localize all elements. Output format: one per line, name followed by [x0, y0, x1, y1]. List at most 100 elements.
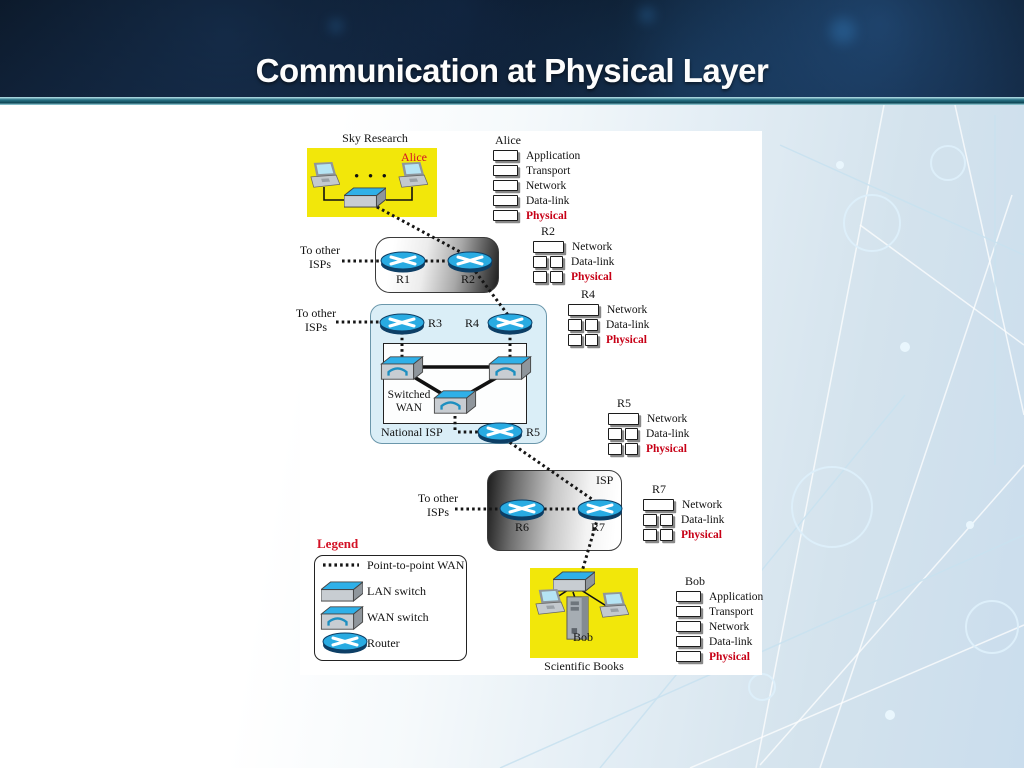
router-icon: [322, 631, 368, 654]
layer-box: [584, 334, 598, 346]
isp-label: ISP: [596, 473, 614, 487]
layer-box: [608, 413, 639, 425]
stack-row: Network: [493, 179, 580, 192]
sky-research-label: Sky Research: [342, 131, 408, 145]
slide-header: Communication at Physical Layer: [0, 0, 1024, 97]
alice-host-label: Alice: [401, 150, 427, 164]
network-diagram: Sky Research Alice • • • To other ISPs R…: [296, 131, 763, 675]
layer-label: Physical: [526, 209, 567, 222]
layer-box: [568, 319, 582, 331]
isps-text: ISPs: [304, 319, 327, 334]
router-r5-label: R5: [526, 425, 541, 439]
router-r7-label: R7: [591, 520, 606, 534]
to-other-isps-label: To other ISPs: [294, 306, 338, 335]
layer-label: Physical: [681, 529, 722, 541]
stack-title: Bob: [685, 574, 706, 588]
stack-row: Physical: [493, 209, 580, 222]
layer-label: Network: [709, 620, 750, 633]
legend-item-label: WAN switch: [367, 610, 429, 624]
router-r1-label: R1: [396, 272, 411, 286]
router-icon: [447, 250, 493, 273]
header-decoration: [640, 8, 654, 22]
stack-row: Transport: [676, 605, 763, 618]
stack-row: Data-link: [676, 635, 763, 648]
stack-row: Data-link: [643, 514, 724, 526]
layer-box: [643, 499, 674, 511]
router-r2-label: R2: [461, 272, 476, 286]
bob-host-label: Bob: [572, 630, 593, 644]
layer-label: Application: [526, 149, 581, 162]
layer-box: [676, 636, 701, 647]
router-icon: [577, 498, 623, 521]
laptop-icon: [535, 589, 565, 615]
layer-label: Network: [572, 241, 613, 253]
layer-label: Transport: [709, 605, 754, 618]
slide-title: Communication at Physical Layer: [255, 52, 769, 89]
stack-row: Physical: [643, 529, 724, 541]
stack-row: Physical: [568, 334, 649, 346]
stack-title: R2: [541, 224, 556, 238]
layer-box: [643, 514, 657, 526]
layer-label: Physical: [709, 650, 750, 663]
layer-box: [676, 606, 701, 617]
stack-row: Physical: [608, 443, 689, 455]
national-isp-label: National ISP: [381, 425, 443, 439]
dotted-line-icon: [323, 563, 359, 567]
stack-row: Data-link: [568, 319, 649, 331]
layer-box: [549, 271, 563, 283]
layer-box: [493, 210, 518, 221]
layer-box: [533, 241, 564, 253]
protocol-stack-alice: Alice Application Transport Network Data…: [493, 133, 580, 225]
router-icon: [487, 312, 533, 335]
to-other-isps-label: To other ISPs: [416, 491, 460, 520]
legend-item-label: Router: [367, 636, 400, 650]
layer-label: Physical: [571, 271, 612, 283]
stack-title: Alice: [495, 133, 521, 147]
laptop-icon: [398, 162, 428, 188]
scientific-books-label: Scientific Books: [544, 659, 624, 673]
layer-label: Network: [607, 304, 648, 316]
router-icon: [499, 498, 545, 521]
layer-box: [676, 591, 701, 602]
stack-row: Data-link: [533, 256, 614, 268]
router-icon: [477, 421, 523, 444]
layer-box: [568, 334, 582, 346]
layer-label: Physical: [646, 443, 687, 455]
stack-title: R4: [581, 287, 596, 301]
layer-box: [493, 150, 518, 161]
layer-box: [659, 529, 673, 541]
layer-box: [549, 256, 563, 268]
lan-switch-icon: [344, 187, 386, 208]
layer-label: Data-link: [606, 319, 650, 331]
router-r3-label: R3: [428, 316, 443, 330]
header-decoration: [830, 18, 856, 44]
layer-label: Data-link: [526, 194, 570, 207]
stack-row: Transport: [493, 165, 580, 177]
stack-row: Application: [493, 149, 581, 162]
to-other-text: To other: [299, 243, 341, 257]
switched-text: Switched: [387, 389, 431, 401]
layer-label: Data-link: [709, 635, 753, 648]
protocol-stack-bob: Bob Application Transport Network Data-l…: [676, 574, 763, 666]
protocol-stack-r4: R4 Network Data-link Physical: [568, 287, 649, 349]
stack-row: Data-link: [608, 428, 689, 440]
router-icon: [379, 312, 425, 335]
layer-box: [676, 651, 701, 662]
layer-box: [493, 180, 518, 191]
wan-switch-icon: [320, 605, 364, 631]
layer-label: Network: [526, 179, 567, 192]
switched-wan-label: Switched WAN: [386, 389, 432, 415]
header-separator: [0, 97, 1024, 105]
wan-switch-icon: [380, 355, 424, 381]
stack-row: Network: [643, 499, 724, 511]
laptop-icon: [310, 162, 340, 188]
stack-row: Physical: [533, 271, 614, 283]
to-other-text: To other: [417, 491, 459, 505]
to-other-text: To other: [295, 306, 337, 320]
layer-box: [624, 443, 638, 455]
stack-row: Data-link: [493, 194, 580, 207]
layer-box: [493, 195, 518, 206]
layer-box: [643, 529, 657, 541]
protocol-stack-r2: R2 Network Data-link Physical: [533, 224, 614, 286]
